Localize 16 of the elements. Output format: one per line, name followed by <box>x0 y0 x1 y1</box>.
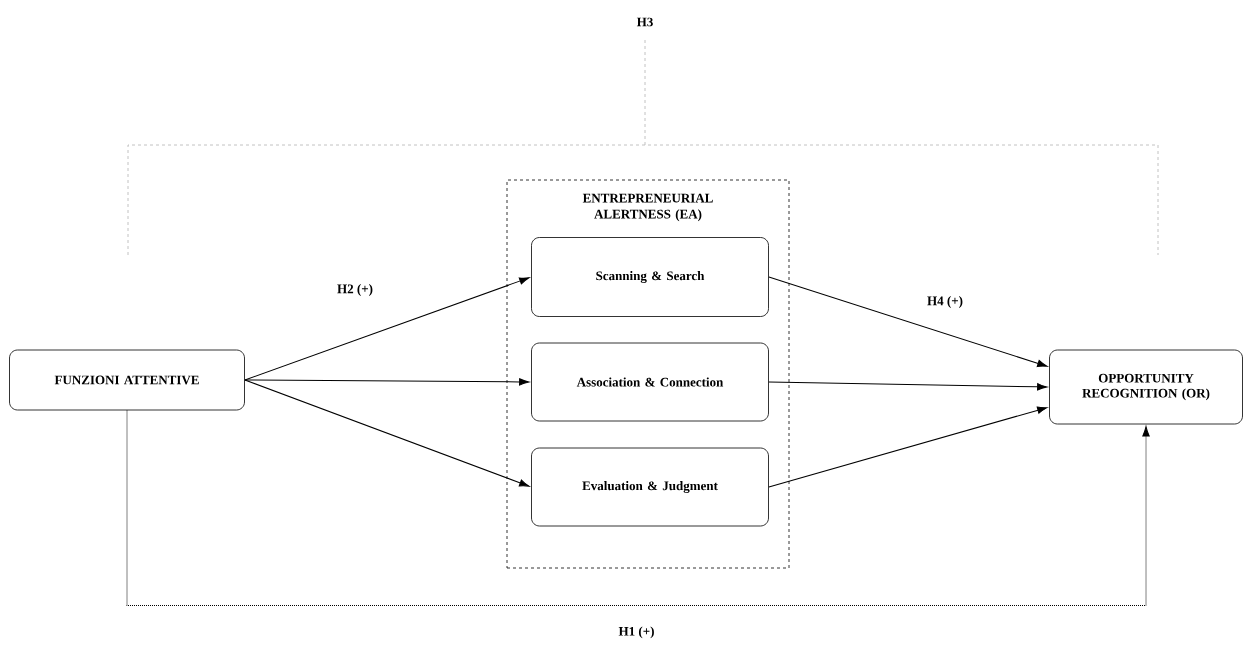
hypothesis-label: H2 (+) <box>337 284 373 296</box>
hypothesis-label: H4 (+) <box>927 296 963 308</box>
process-box: FUNZIONI ATTENTIVE <box>9 349 245 411</box>
process-box: Association & Connection <box>531 342 769 422</box>
process-box: OPPORTUNITY RECOGNITION (OR) <box>1049 349 1243 425</box>
arrow <box>768 381 1048 391</box>
edge-label: H1 (+) <box>617 625 656 640</box>
arrow <box>768 406 1048 488</box>
arrow <box>244 277 530 381</box>
hypothesis-label: H3 <box>636 17 653 27</box>
arrow <box>126 409 1150 606</box>
arrow <box>244 378 530 386</box>
arrow <box>768 276 1048 367</box>
arrow <box>244 379 530 487</box>
process-box: Scanning & Search <box>531 237 769 317</box>
process-box: Evaluation & Judgment <box>531 447 769 527</box>
